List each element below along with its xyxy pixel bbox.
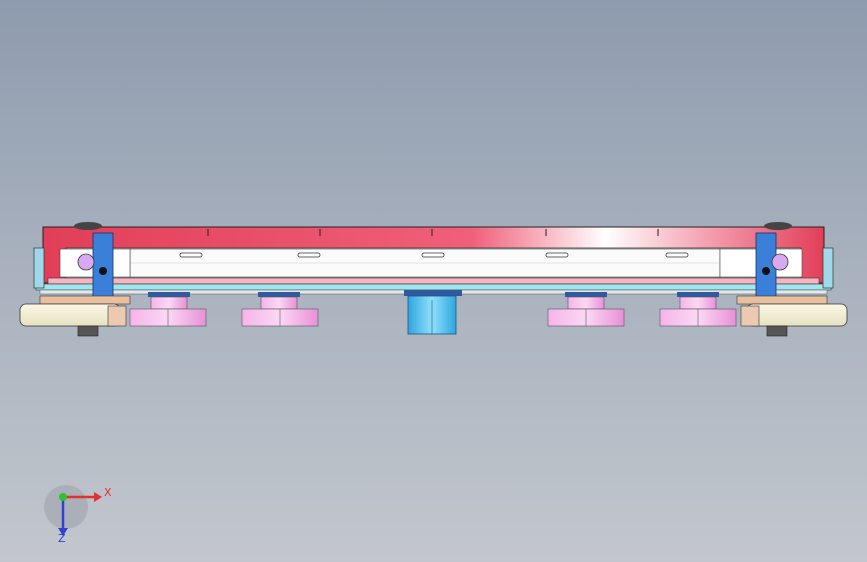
frame-notches [207, 229, 659, 236]
pad-1[interactable] [129, 292, 207, 327]
pad-2[interactable] [241, 292, 319, 327]
roller-left[interactable] [19, 222, 131, 337]
x-axis-label: X [104, 486, 112, 499]
bracket-right[interactable] [755, 232, 789, 298]
z-axis-label: Z [58, 532, 66, 545]
pad-4[interactable] [659, 292, 737, 327]
frame-slots [179, 252, 689, 258]
side-plate-left[interactable] [33, 247, 45, 289]
pad-3[interactable] [547, 292, 625, 327]
axis-triad[interactable] [44, 485, 102, 536]
side-plate-right[interactable] [822, 247, 834, 289]
roller-right[interactable] [736, 222, 848, 337]
center-nozzle[interactable] [404, 290, 462, 335]
